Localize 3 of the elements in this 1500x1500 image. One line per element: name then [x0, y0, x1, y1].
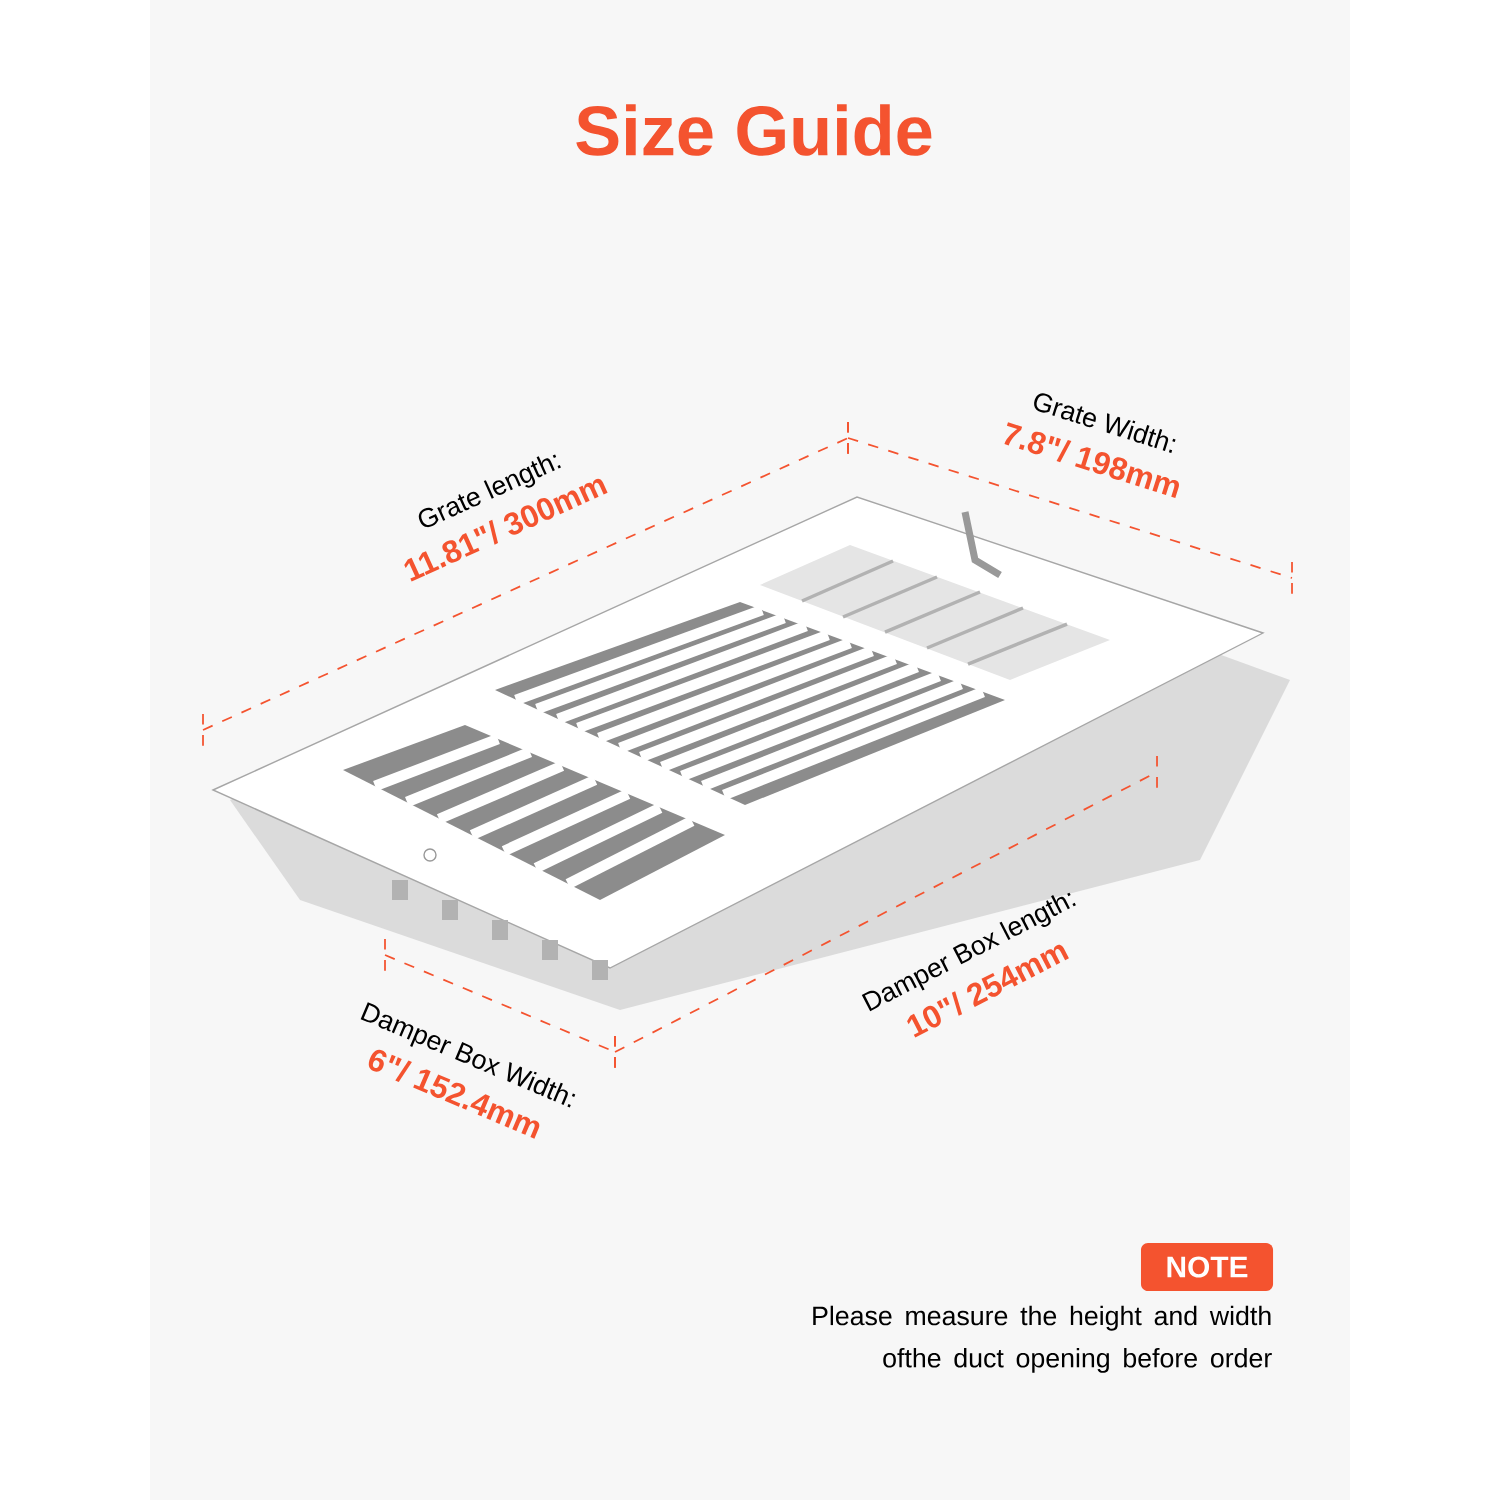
- title: Size Guide: [576, 104, 932, 156]
- note-text: Please measure the height and width ofthe duct opening before order: [813, 1305, 1272, 1373]
- note-badge: NOTE: [1141, 1243, 1274, 1292]
